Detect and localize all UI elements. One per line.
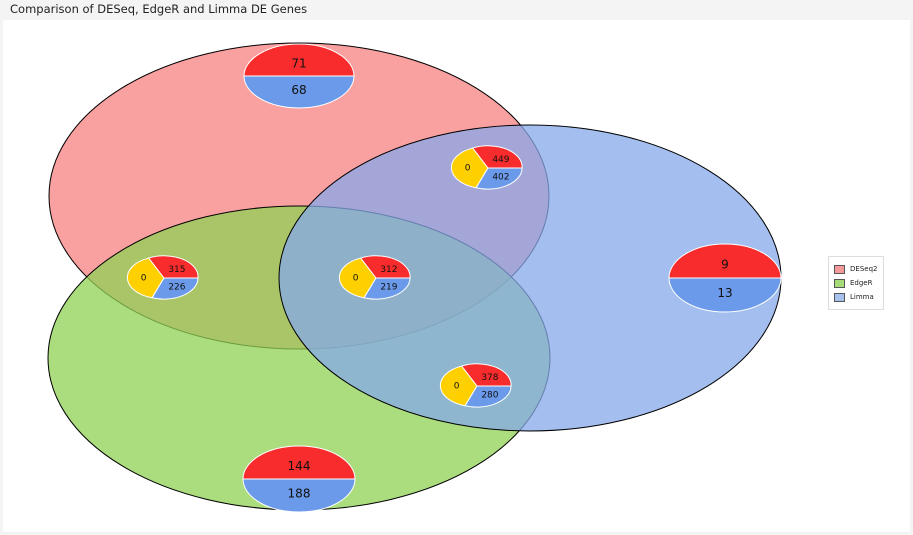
region-pie-edger_only: 144 188 — [242, 445, 356, 513]
pie-label-up: 449 — [492, 155, 509, 165]
pie-slice-up — [243, 43, 355, 77]
legend-label-deseq2: DESeq2 — [850, 265, 878, 273]
pie-slice-up — [471, 145, 523, 169]
pie-label-up: 315 — [168, 265, 185, 275]
pie-label-zero: 0 — [353, 274, 359, 284]
pie-slice-up — [460, 363, 512, 387]
pie-label-down: 13 — [717, 286, 732, 300]
region-pie-deseq2_edger: 315 226 0 — [126, 255, 199, 300]
region-pie-limma_only: 9 13 — [668, 243, 782, 313]
pie-label-zero: 0 — [465, 164, 471, 174]
pie-label-down: 188 — [288, 486, 311, 500]
pie-label-up: 144 — [288, 459, 311, 473]
pie-slice-up — [668, 243, 782, 279]
region-pie-edger_limma: 378 280 0 — [439, 363, 512, 408]
pie-label-up: 312 — [380, 265, 397, 275]
pie-slice-down — [475, 167, 523, 190]
legend-item-limma: Limma — [834, 290, 883, 304]
pie-slice-zero — [439, 365, 478, 407]
pie-slice-zero — [450, 147, 489, 189]
pie-slice-zero — [126, 257, 165, 299]
region-pie-deseq2_only: 71 68 — [243, 43, 355, 109]
legend-label-limma: Limma — [850, 293, 874, 301]
pie-slice-zero — [338, 257, 377, 299]
pie-label-down: 402 — [492, 172, 509, 182]
pie-label-zero: 0 — [454, 382, 460, 392]
pie-label-up: 71 — [291, 56, 306, 70]
pie-label-down: 226 — [168, 282, 185, 292]
region-pies: 71 68 144 188 9 13 449 402 0 315 226 0 312 219 0 378 280… — [126, 43, 782, 513]
pie-label-down: 280 — [481, 390, 498, 400]
pie-slice-down — [668, 277, 782, 313]
pie-slice-down — [464, 385, 512, 408]
legend-swatch-edger — [834, 278, 845, 288]
pie-label-up: 9 — [721, 258, 729, 272]
legend-item-edger: EdgeR — [834, 276, 883, 290]
pie-label-up: 378 — [481, 373, 498, 383]
pie-slice-down — [151, 277, 199, 300]
legend-swatch-limma — [834, 292, 845, 302]
region-pie-deseq2_limma: 449 402 0 — [450, 145, 523, 190]
pie-label-down: 68 — [291, 83, 306, 97]
legend-label-edger: EdgeR — [850, 279, 873, 287]
pie-slice-up — [359, 255, 411, 279]
pie-slice-down — [243, 75, 355, 109]
pie-slice-down — [242, 478, 356, 513]
pie-slice-down — [363, 277, 411, 300]
pie-slice-up — [147, 255, 199, 279]
legend: DESeq2 EdgeR Limma — [828, 256, 884, 310]
pie-label-down: 219 — [380, 282, 397, 292]
pie-slice-up — [242, 445, 356, 480]
pie-label-zero: 0 — [141, 274, 147, 284]
legend-swatch-deseq2 — [834, 264, 845, 274]
region-pie-all_three: 312 219 0 — [338, 255, 411, 300]
chart-title: Comparison of DESeq, EdgeR and Limma DE … — [10, 2, 308, 16]
legend-item-deseq2: DESeq2 — [834, 262, 883, 276]
